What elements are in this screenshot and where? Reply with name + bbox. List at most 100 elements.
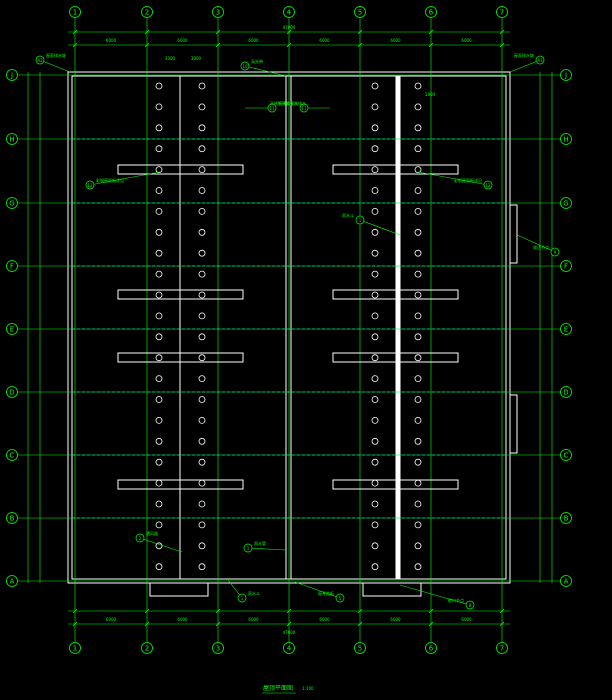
dimension-tick <box>428 608 434 614</box>
dimension-text: 6000 <box>319 617 330 622</box>
roof-ventilator <box>371 103 379 111</box>
roof-ventilator <box>371 354 379 362</box>
grid-bubble <box>560 323 572 335</box>
annotation-text: 采光带 <box>251 58 263 64</box>
grid-bubble <box>69 6 81 18</box>
detail-tag: 2 <box>139 536 142 541</box>
roof-ventilator <box>198 124 206 132</box>
dimension-text: 6000 <box>106 617 117 622</box>
skylight-strip <box>332 479 459 490</box>
leader-line <box>244 65 287 77</box>
dimension-text: 6000 <box>177 38 188 43</box>
grid-label: 4 <box>287 645 292 653</box>
roof-ventilator <box>155 333 163 341</box>
dimension-text: 6000 <box>248 38 259 43</box>
leader-line <box>509 59 541 73</box>
roof-ventilator <box>155 124 163 132</box>
detail-tag: A2 <box>37 58 43 63</box>
roof-ventilator <box>414 354 422 362</box>
dimension-text: 6000 <box>319 38 330 43</box>
roof-ventilator <box>414 82 422 90</box>
grid-bubble <box>496 642 508 654</box>
roof-ventilator <box>414 563 422 571</box>
dimension-tick <box>286 621 292 627</box>
roof-ventilator <box>155 166 163 174</box>
roof-ventilator <box>198 437 206 445</box>
annotation-text: 通风器 <box>146 530 158 536</box>
roof-ventilator <box>198 312 206 320</box>
detail-tag: 1 <box>359 218 362 223</box>
roof-ventilator <box>414 207 422 215</box>
annotation-text: 彩钢屋面板详见 <box>96 177 124 183</box>
roof-ventilator <box>371 270 379 278</box>
leader-line <box>89 171 161 186</box>
roof-ventilator <box>414 479 422 487</box>
grid-bubble <box>6 386 18 398</box>
roof-ventilator <box>414 249 422 257</box>
roof-ventilator <box>198 249 206 257</box>
dimension-tick <box>357 29 363 35</box>
grid-label: C <box>564 452 569 460</box>
roof-ventilator <box>414 187 422 194</box>
roof-ventilator <box>155 563 163 571</box>
grid-label: B <box>564 515 569 523</box>
dimension-tick <box>72 621 78 627</box>
grid-label: E <box>564 326 568 334</box>
roof-ventilator <box>198 187 206 194</box>
roof-ventilator <box>155 458 163 466</box>
skylight-strip <box>332 164 459 175</box>
detail-bubble <box>299 103 309 113</box>
skylight-strip <box>117 352 244 363</box>
grid-bubble <box>69 642 81 654</box>
grid-label: 3 <box>216 645 220 653</box>
detail-bubble <box>85 180 95 190</box>
grid-bubble <box>141 642 153 654</box>
sub-dimension: 3000 <box>165 56 176 61</box>
drawing-title: 屋顶平面图 <box>263 685 293 692</box>
grid-bubble <box>425 6 437 18</box>
roof-ventilator <box>198 500 206 508</box>
roof-ventilator <box>414 166 422 174</box>
roof-ventilator <box>414 124 422 132</box>
dimension-tick <box>499 29 505 35</box>
dimension-tick <box>286 42 292 48</box>
roof-ventilator <box>198 458 206 466</box>
detail-bubble <box>135 533 145 543</box>
roof-ventilator <box>371 82 379 90</box>
grid-label: F <box>10 263 14 271</box>
roof-ventilator <box>198 521 206 529</box>
dimension-tick <box>286 29 292 35</box>
dimension-tick <box>72 29 78 35</box>
detail-bubble <box>535 55 545 65</box>
grid-bubble <box>6 575 18 587</box>
grid-bubble <box>6 69 18 81</box>
dimension-tick <box>428 29 434 35</box>
roof-ventilator <box>414 375 422 383</box>
detail-tag: 11 <box>269 106 275 111</box>
roof-ventilator <box>198 82 206 90</box>
dimension-tick <box>428 621 434 627</box>
drawing-scale: 1:100 <box>302 686 314 691</box>
sub-dimension: 1800 <box>425 92 436 97</box>
detail-tag: 1 <box>247 546 250 551</box>
grid-bubble <box>354 6 366 18</box>
roof-ventilator <box>371 291 379 299</box>
annotation-text: 雨水斗 <box>342 212 354 218</box>
roof-ventilator <box>155 312 163 320</box>
roof-ventilator <box>155 270 163 278</box>
grid-label: F <box>564 263 568 271</box>
skylight-strip <box>117 479 244 490</box>
roof-ventilator <box>371 563 379 571</box>
annotation-text: 屋面排水坡 <box>46 52 66 58</box>
dimension-tick <box>144 621 150 627</box>
grid-bubble <box>560 133 572 145</box>
roof-ventilator <box>198 270 206 278</box>
annotation-text: 雨水斗 <box>248 590 260 596</box>
roof-ventilator <box>155 145 163 153</box>
roof-ventilator <box>414 291 422 299</box>
grid-bubble <box>6 197 18 209</box>
grid-label: J <box>10 72 13 80</box>
dimension-tick <box>215 29 221 35</box>
roof-ventilator <box>371 416 379 424</box>
